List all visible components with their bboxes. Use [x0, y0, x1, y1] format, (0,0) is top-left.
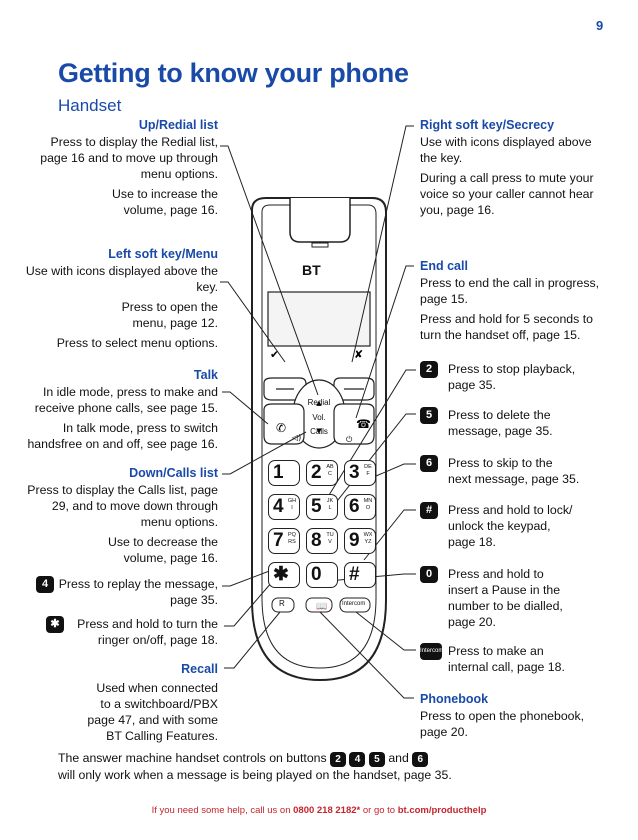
note-key-6-icon: 6	[412, 752, 429, 767]
bt-logo: BT	[302, 262, 321, 278]
cross-icon: ✘	[354, 348, 363, 361]
keypad-key-letters: JK L	[326, 498, 334, 511]
note-key-2-icon: 2	[330, 752, 347, 767]
tick-icon: ✔	[270, 348, 279, 361]
down-heading: Down/Calls list	[129, 466, 218, 480]
nav-key[interactable]: Redial Vol. Calls	[302, 398, 336, 437]
keypad-key-letters: GH I	[287, 498, 297, 511]
key-0-icon: 0	[420, 566, 438, 583]
keypad-key-letters: PQ RS	[288, 532, 296, 545]
answer-machine-note: The answer machine handset controls on b…	[58, 751, 452, 782]
keypad-key-number: 8	[311, 530, 322, 551]
phonebook-icon: 📖	[316, 602, 327, 612]
keypad-key-number: 4	[273, 496, 284, 517]
end-call-icon: ☎	[356, 417, 371, 431]
help-url-link[interactable]: bt.com/producthelp	[397, 805, 487, 816]
intercom-key-icon: Intercom	[420, 643, 443, 660]
footer-help: If you need some help, call us on 0800 2…	[151, 805, 487, 816]
redial-label: Redial	[307, 398, 331, 407]
updown-heading: Up/Redial list	[138, 118, 218, 132]
note-key-5-icon: 5	[368, 752, 385, 767]
keypad-key[interactable]: #	[344, 562, 376, 588]
endcall-heading: End call	[420, 259, 468, 273]
key-star-icon: ✱	[46, 616, 64, 633]
keypad-key-number: 2	[311, 462, 322, 483]
keypad-key-number: 5	[311, 496, 322, 517]
key-hash-icon: #	[420, 502, 438, 519]
keypad-key-letters: AB C	[326, 464, 334, 477]
rightsoft-heading: Right soft key/Secrecy	[420, 118, 555, 132]
keypad-key-number: ✱	[273, 564, 289, 585]
key-4-icon: 4	[36, 576, 54, 593]
keypad-key-number: 7	[273, 530, 284, 551]
calls-label: Calls	[310, 427, 328, 436]
talk-heading: Talk	[193, 368, 218, 382]
page-subtitle: Handset	[58, 96, 122, 115]
svg-text:▼: ▼	[316, 427, 322, 435]
keyhash-text: Press and hold to lock/unlock the keypad…	[448, 503, 573, 549]
intercom-key[interactable]: Intercom	[342, 601, 366, 607]
page-title: Getting to know your phone	[58, 58, 409, 88]
keypad-key[interactable]: 7 PQ RS	[268, 528, 300, 554]
svg-text:▲: ▲	[316, 399, 322, 407]
keypad-key-number: 1	[273, 462, 284, 483]
help-phone: 0800 218 2182*	[293, 805, 361, 816]
keypad-key[interactable]: 2 AB C	[306, 460, 338, 486]
keypad-key-number: 6	[349, 496, 360, 517]
recall-heading: Recall	[181, 662, 218, 676]
keypad-key-letters: TU V	[326, 532, 334, 545]
keypad-key-number: 3	[349, 462, 360, 483]
keypad-key[interactable]: 1	[268, 460, 300, 486]
keypad-key-letters: DE F	[364, 464, 372, 477]
note-text-line2: will only work when a message is being p…	[58, 768, 452, 782]
page-number: 9	[596, 18, 604, 33]
keypad-key[interactable]: 5 JK L	[306, 494, 338, 520]
note-text: The answer machine handset controls on b…	[58, 751, 327, 765]
keypad-key[interactable]: 0	[306, 562, 338, 588]
phonebook-text: Press to open the phonebook,page 20.	[420, 709, 585, 739]
keypad-key[interactable]: 8 TU V	[306, 528, 338, 554]
recall-key[interactable]: R	[279, 599, 285, 608]
keypad-key-letters: MN O	[363, 498, 373, 511]
endcall-text: Press to end the call in progress,page 1…	[420, 276, 600, 342]
leftsoft-heading: Left soft key/Menu	[108, 247, 218, 261]
keypad-key-number: #	[349, 564, 360, 585]
phonebook-heading: Phonebook	[420, 692, 489, 706]
keypad-key-number: 9	[349, 530, 360, 551]
note-key-4-icon: 4	[349, 752, 366, 767]
updown-text: Press to display the Redial list,page 16…	[40, 135, 218, 217]
key-2-icon: 2	[420, 361, 438, 378]
talk-icon: ✆	[276, 421, 286, 435]
keypad-key[interactable]: ✱	[268, 562, 300, 588]
key-6-icon: 6	[420, 455, 438, 472]
key4-text: Press to replay the message,page 35.	[58, 577, 218, 607]
key-5-icon: 5	[420, 407, 438, 424]
keypad-key-number: 0	[311, 564, 322, 585]
vol-label: Vol.	[312, 413, 326, 422]
keypad-key-letters: WX YZ	[363, 532, 373, 545]
key2-text: Press to stop playback,page 35.	[448, 362, 576, 392]
svg-text:⏻: ⏻	[346, 435, 353, 444]
keypad-key[interactable]: 3 DE F	[344, 460, 376, 486]
